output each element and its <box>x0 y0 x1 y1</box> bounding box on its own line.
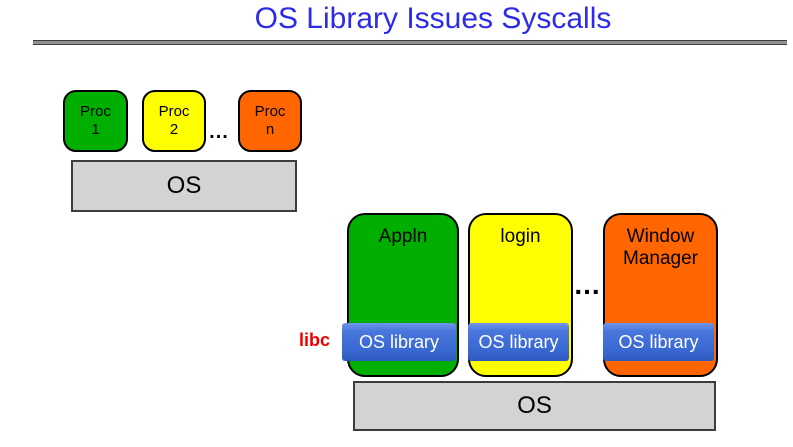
appln-label: Appln <box>378 226 428 247</box>
proc-n-box: Proc n <box>238 90 302 152</box>
os-library-band-appln: OS library <box>342 323 456 361</box>
libc-label: libc <box>298 330 330 350</box>
proc-2-box: Proc 2 <box>142 90 206 152</box>
proc-2-label-line2: 2 <box>169 121 179 138</box>
os-top-label: OS <box>166 172 202 199</box>
proc-1-box: Proc 1 <box>63 90 128 152</box>
proc-1-label-line1: Proc <box>80 103 111 120</box>
login-label: login <box>500 226 541 247</box>
os-library-band-login: OS library <box>468 323 569 361</box>
os-library-label-appln: OS library <box>358 331 439 352</box>
proc-2-label-line1: Proc <box>158 103 190 120</box>
os-library-label-login: OS library <box>478 331 559 352</box>
page-title: OS Library Issues Syscalls <box>254 2 612 35</box>
proc-ellipsis: ... <box>209 121 229 143</box>
os-library-label-wm: OS library <box>618 331 699 352</box>
window-manager-label: Window Manager <box>623 226 698 269</box>
os-box-top: OS <box>71 160 297 212</box>
proc-n-label-line2: n <box>265 121 275 138</box>
proc-1-label-line2: 1 <box>91 121 100 138</box>
title-divider <box>33 40 787 45</box>
os-box-bottom: OS <box>353 381 716 431</box>
os-bottom-label: OS <box>517 392 552 419</box>
proc-n-label-line1: Proc <box>254 103 286 120</box>
apps-ellipsis: ... <box>574 269 601 300</box>
os-library-band-wm: OS library <box>603 323 714 361</box>
